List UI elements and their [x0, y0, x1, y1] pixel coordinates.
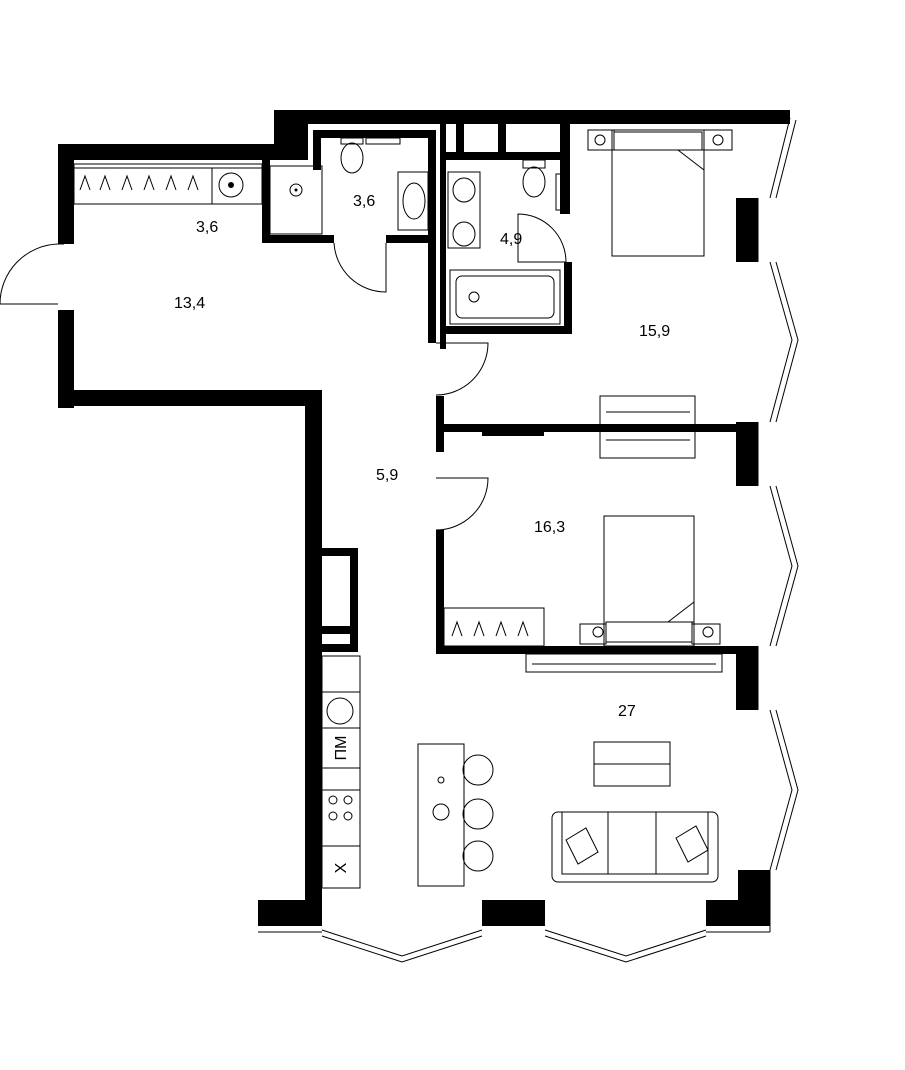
dishwasher-label: ПМ — [333, 736, 350, 761]
room-area-bathroom-1: 3,6 — [353, 193, 375, 210]
kitchen-units: ПМ Х — [321, 655, 361, 889]
sofa — [551, 811, 719, 883]
room-area-hall: 13,4 — [174, 295, 205, 312]
wardrobe-bedroom-2 — [443, 607, 545, 647]
coffee-table — [593, 741, 671, 787]
room-area-corridor: 5,9 — [376, 467, 398, 484]
wardrobe-cabinet — [73, 163, 263, 205]
bed-2 — [579, 515, 721, 647]
room-area-bedroom-1: 15,9 — [639, 323, 670, 340]
wardrobe-bedroom-1 — [599, 395, 696, 459]
bathroom-1-fixtures — [269, 137, 429, 235]
bed-1 — [587, 129, 733, 257]
fridge-label: Х — [333, 862, 350, 873]
doors — [0, 213, 567, 531]
tv-console — [525, 653, 723, 673]
room-area-living-kitchen: 27 — [618, 703, 636, 720]
room-area-wardrobe: 3,6 — [196, 219, 218, 236]
walls — [58, 110, 790, 926]
room-labels: 3,6 3,6 13,4 4,9 15,9 5,9 16,3 27 — [174, 193, 670, 720]
room-area-bedroom-2: 16,3 — [534, 519, 565, 536]
kitchen-island — [417, 743, 494, 887]
windows — [258, 117, 799, 963]
bathroom-2-fixtures — [447, 159, 563, 325]
room-area-bathroom-2: 4,9 — [500, 231, 522, 248]
